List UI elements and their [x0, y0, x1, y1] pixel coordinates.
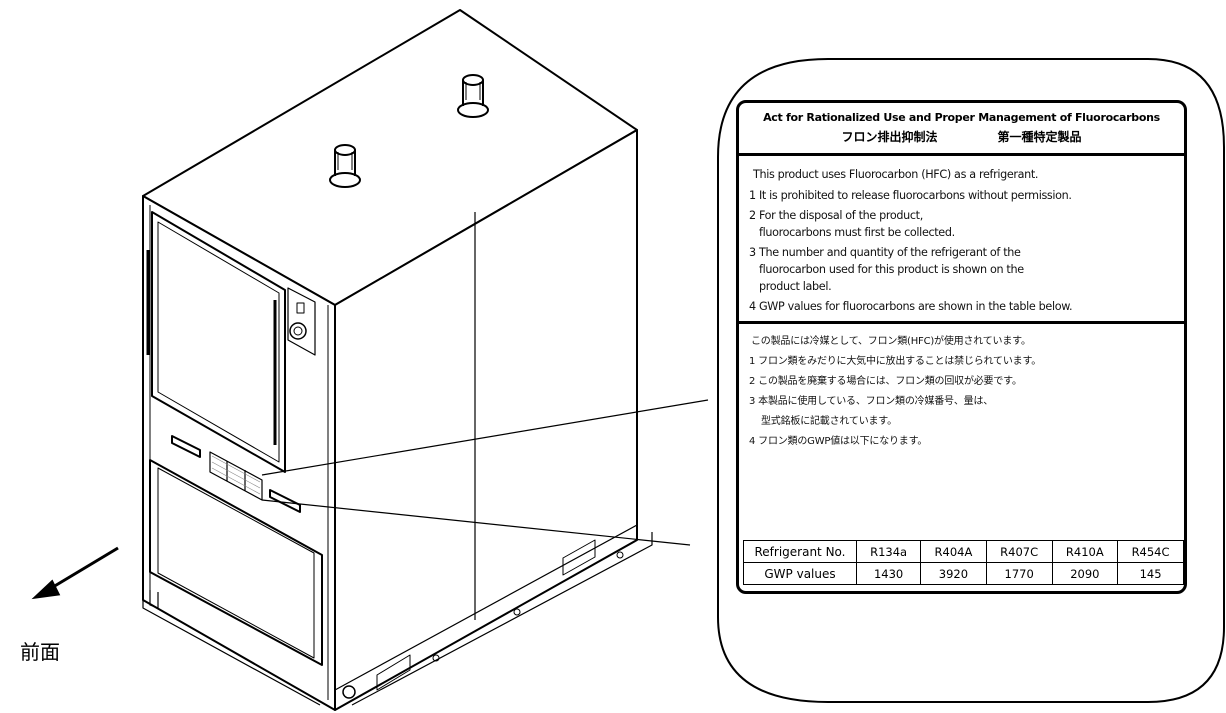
gwp-cell: 145 [1117, 562, 1184, 585]
en-item-4: 4 GWP values for fluorocarbons are shown… [749, 300, 1073, 313]
label-header: Act for Rationalized Use and Proper Mana… [739, 103, 1184, 156]
en-intro: This product uses Fluorocarbon (HFC) as … [753, 168, 1039, 181]
gwp-cell: 1770 [985, 562, 1053, 585]
en-item-3c: product label. [759, 280, 832, 293]
en-item-2b: fluorocarbons must first be collected. [759, 226, 955, 239]
jp-item-3a: 3 本製品に使用している、フロン類の冷媒番号、量は、 [749, 396, 994, 407]
table-header-cell: Refrigerant No. [743, 540, 857, 563]
fluorocarbon-label: Act for Rationalized Use and Proper Mana… [736, 100, 1187, 594]
front-arrow [31, 546, 119, 600]
table-row: Refrigerant No. R134a R404A R407C R410A … [743, 540, 1184, 563]
gwp-cell: 2090 [1051, 562, 1119, 585]
label-title-jp-2: 第一種特定製品 [997, 130, 1082, 144]
refrigerant-cell: R454C [1117, 540, 1184, 563]
jp-item-2: 2 この製品を廃棄する場合には、フロン類の回収が必要です。 [749, 376, 1022, 387]
table-header-cell: GWP values [743, 562, 857, 585]
refrigerant-cell: R134a [855, 540, 922, 563]
refrigerant-cell: R407C [985, 540, 1053, 563]
jp-item-4: 4 フロン類のGWP値は以下になります。 [749, 436, 928, 447]
en-item-3a: 3 The number and quantity of the refrige… [749, 246, 1021, 259]
en-item-2a: 2 For the disposal of the product, [749, 209, 923, 222]
gwp-cell: 3920 [920, 562, 987, 585]
front-direction-label: 前面 [20, 640, 60, 664]
label-title-jp-1: フロン排出抑制法 [841, 130, 938, 144]
gwp-table: Refrigerant No. R134a R404A R407C R410A … [743, 540, 1184, 585]
label-title-jp: フロン排出抑制法 第一種特定製品 [739, 128, 1184, 145]
japanese-notice: この製品には冷媒として、フロン類(HFC)が使用されています。 1 フロン類をみ… [739, 324, 1184, 452]
gwp-cell: 1430 [855, 562, 922, 585]
divider [739, 321, 1184, 324]
refrigerant-cell: R404A [920, 540, 987, 563]
jp-item-3b: 型式銘板に記載されています。 [761, 416, 897, 427]
refrigerant-cell: R410A [1051, 540, 1119, 563]
table-row: GWP values 1430 3920 1770 2090 145 [743, 562, 1184, 585]
jp-item-1: 1 フロン類をみだりに大気中に放出することは禁じられています。 [749, 356, 1042, 367]
label-title-en: Act for Rationalized Use and Proper Mana… [763, 111, 1160, 124]
english-notice: This product uses Fluorocarbon (HFC) as … [739, 156, 1184, 315]
en-item-3b: fluorocarbon used for this product is sh… [759, 263, 1024, 276]
jp-intro: この製品には冷媒として、フロン類(HFC)が使用されています。 [751, 336, 1031, 347]
en-item-1: 1 It is prohibited to release fluorocarb… [749, 189, 1072, 202]
